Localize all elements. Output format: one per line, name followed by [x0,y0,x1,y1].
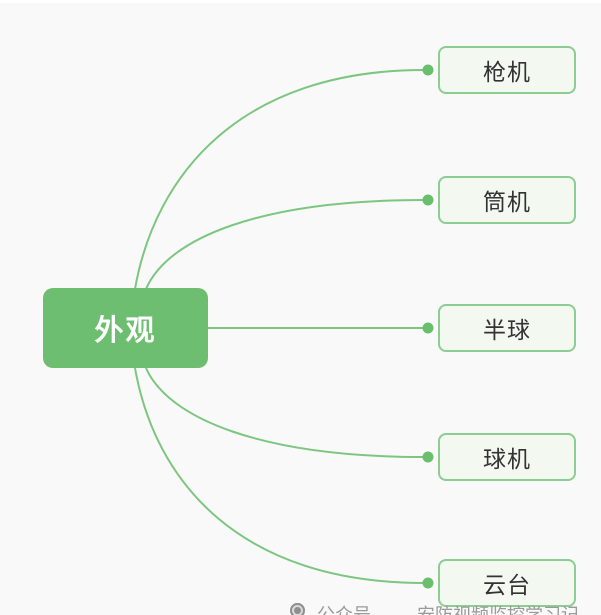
edge-root-to-child-2 [145,199,425,290]
edge-root-to-child-1 [134,69,425,290]
edge-endpoint-dot [422,194,434,206]
mindmap-node-ptz[interactable]: 云台 [438,559,576,607]
mindmap-node-dome-camera[interactable]: 半球 [438,304,576,352]
edge-endpoint-dot [422,322,434,334]
watermark-text: 安防视频监控学习记 [417,605,579,615]
edge-endpoint-dot [422,451,434,463]
mindmap-node-bullet-camera[interactable]: 筒机 [438,176,576,224]
mindmap-node-gun-camera[interactable]: 枪机 [438,46,576,94]
top-border-strip [0,0,601,3]
edge-endpoint-dot [422,577,434,589]
mindmap-root-node[interactable]: 外观 [43,288,208,368]
edge-root-to-child-4 [145,367,425,458]
watermark-prefix: 公众号 [317,605,371,615]
edge-endpoint-dot [422,64,434,76]
circle-logo-icon [290,603,305,615]
mindmap-node-ball-camera[interactable]: 球机 [438,433,576,481]
edge-root-to-child-5 [134,367,425,584]
watermark: 公众号 安防视频监控学习记 [290,601,579,615]
